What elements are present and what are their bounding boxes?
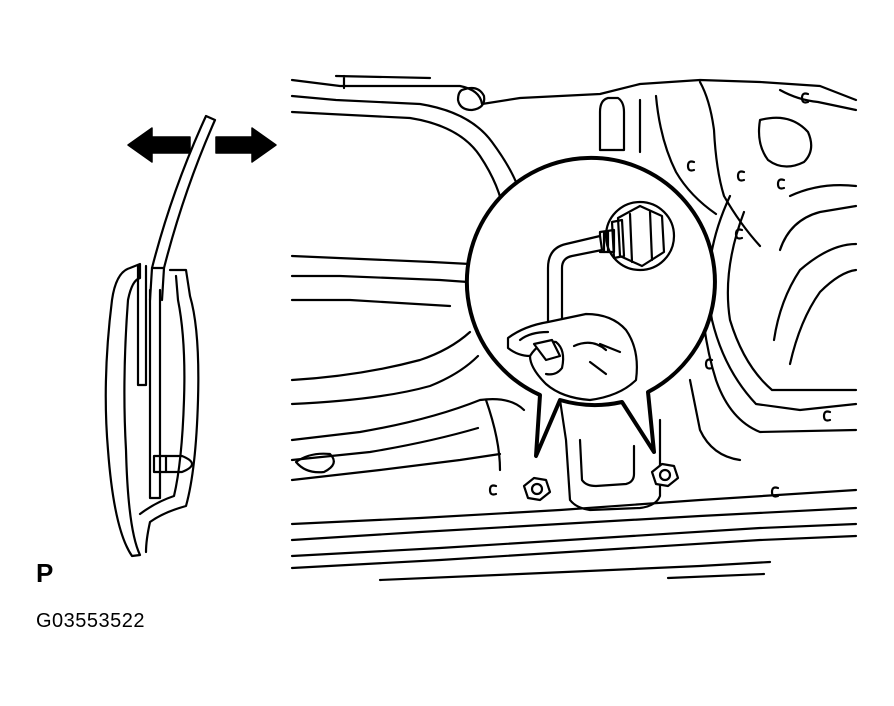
detail-callout [464, 155, 717, 458]
bolt-right [650, 462, 680, 488]
glass-side-view [104, 114, 277, 558]
arrow-left-icon [127, 127, 191, 163]
regulator-bracket [558, 398, 662, 512]
glass-run-channel [148, 288, 162, 500]
figure-code-label: G03553522 [36, 610, 146, 632]
service-hole-top [456, 86, 486, 112]
door-inner-panel [290, 74, 858, 582]
bolt-left [522, 476, 552, 502]
nut [616, 204, 666, 268]
door-panel-outline [104, 262, 142, 558]
arrow-right-icon [215, 127, 277, 163]
magnifier-lens [464, 155, 717, 458]
clip [152, 454, 194, 474]
view-marker-label: P [36, 558, 54, 588]
